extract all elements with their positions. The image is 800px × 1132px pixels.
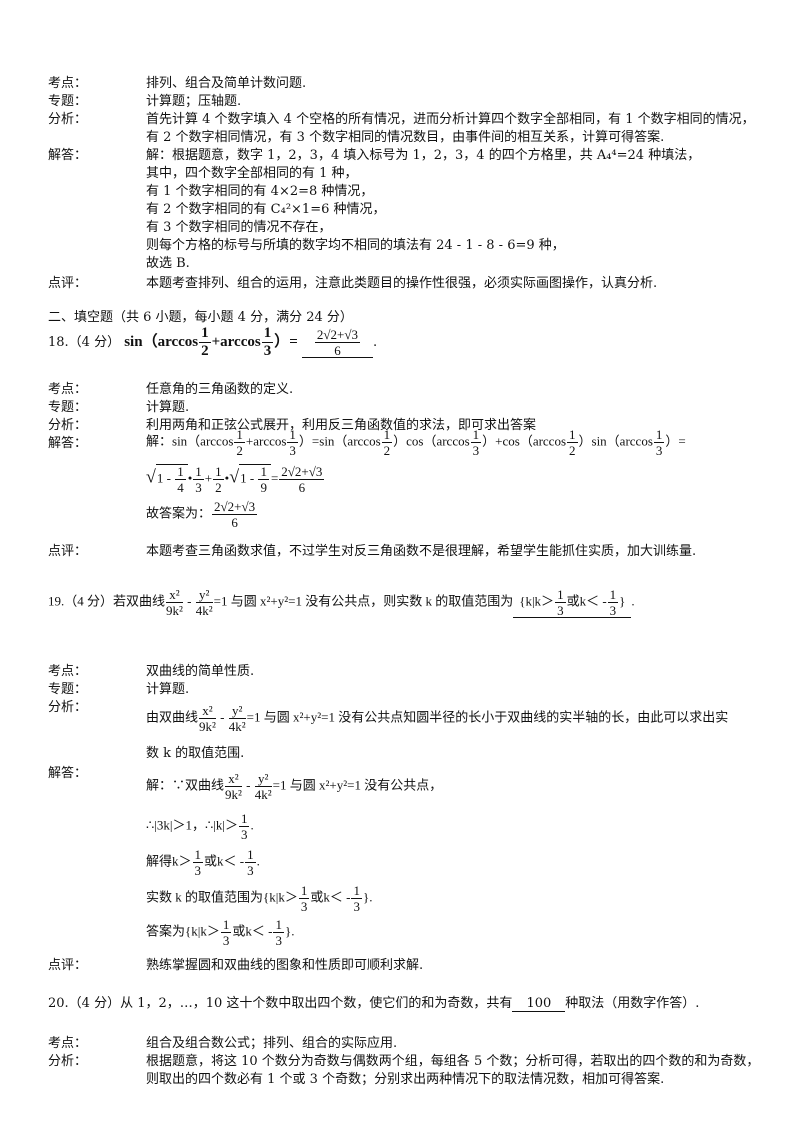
fenxi-label: 分析： [48,1054,88,1069]
q20-stem: 20.（4 分）从 1，2，…，10 这十个数中取出四个数，使它们的和为奇数，共… [48,992,699,1012]
q20-stem-post: 种取法（用数字作答）. [565,996,700,1011]
q19-mid: =1 与圆 x²+y²=1 没有公共点，则实数 k 的取值范围为 [213,593,514,609]
q19-kaodian: 双曲线的简单性质. [146,664,255,679]
q19-jieda-mid: =1 与圆 x²+y²=1 没有公共点， [272,777,443,793]
fenxi-label: 分析： [48,418,88,433]
kaodian-label: 考点： [48,1036,88,1051]
zhuanti-label: 专题： [48,94,88,109]
jieda-label: 解答： [48,436,88,451]
fenxi-label: 分析： [48,700,88,715]
p1-dianping: 本题考查排列、组合的运用，注意此类题目的操作性很强，必须实际画图操作，认真分析. [146,276,658,291]
p1-jieda-3: 有 1 个数字相同的有 4×2=8 种情况， [146,184,374,199]
p1-zhuanti: 计算题；压轴题. [146,94,242,109]
q19-fenxi-2: 数 k 的取值范围. [146,746,245,761]
q18-kaodian: 任意角的三角函数的定义. [146,382,294,397]
zhuanti-label: 专题： [48,400,88,415]
p1-fenxi-1: 首先计算 4 个数字填入 4 个空格的所有情况，进而分析计算四个数字全部相同，有… [146,112,755,127]
q19-jieda-pre: 解：∵双曲线 [146,777,225,793]
q19-step2-text: 解得 [146,853,173,869]
q19-zhuanti: 计算题. [146,682,190,697]
p1-jieda-5: 有 3 个数字相同的情况不存在， [146,220,332,235]
kaodian-label: 考点： [48,664,88,679]
q20-fenxi-2: 则取出的四个数必有 1 个或 3 个奇数；分别求出两种情况下的取法情况数，相加可… [146,1072,665,1087]
q20-kaodian: 组合及组合数公式；排列、组合的实际应用. [146,1036,398,1051]
fenxi-label: 分析： [48,112,88,127]
p1-kaodian: 排列、组合及简单计数问题. [146,76,307,91]
jieda-label: 解答： [48,148,88,163]
q19-dianping: 熟练掌握圆和双曲线的图象和性质即可顺利求解. [146,958,424,973]
p1-jieda-7: 故选 B. [146,256,190,271]
zhuanti-label: 专题： [48,682,88,697]
q18-zhuanti: 计算题. [146,400,190,415]
q18-number: 18.（4 分） [48,334,121,350]
dianping-label: 点评： [48,958,88,973]
section-heading: 二、填空题（共 6 小题，每小题 4 分，满分 24 分） [48,310,353,325]
q19-step3-text: 实数 k 的取值范围为{k| [146,889,279,905]
q18-guda: 故答案为： [146,505,212,521]
p1-jieda-4: 有 2 个数字相同的有 C₄²×1=6 种情况， [146,202,386,217]
q20-fenxi-1: 根据题意，将这 10 个数分为奇数与偶数两个组，每组各 5 个数；分析可得，若取… [146,1054,760,1069]
q19-prefix: 19.（4 分）若双曲线 [48,593,166,609]
p1-fenxi-2: 有 2 个数字相同情况，有 3 个数字相同的情况数目，由事件间的相互关系，计算可… [146,130,665,145]
p1-jieda-6: 则每个方格的标号与所填的数字均不相同的填法有 24 - 1 - 8 - 6=9 … [146,238,565,253]
q18-dianping: 本题考查三角函数求值，不过学生对反三角函数不是很理解，希望学生能抓住实质，加大训… [146,544,697,559]
q18-jieda-intro: 解： [146,433,173,449]
q19-fenxi-mid: =1 与圆 x²+y²=1 没有公共点知圆半径的长小于双曲线的实半轴的长，由此可… [246,709,729,725]
jieda-label: 解答： [48,766,88,781]
p1-jieda-1: 解：根据题意，数字 1，2，3，4 填入标号为 1，2，3，4 的四个方格里，共… [146,148,701,163]
q18-fenxi: 利用两角和正弦公式展开，利用反三角函数值的求法，即可求出答案 [146,418,537,433]
kaodian-label: 考点： [48,382,88,397]
p1-jieda-2: 其中，四个数字全部相同的有 1 种， [146,166,358,181]
dianping-label: 点评： [48,276,88,291]
q20-stem-pre: 20.（4 分）从 1，2，…，10 这十个数中取出四个数，使它们的和为奇数，共… [48,996,513,1011]
q20-answer: 100 [512,996,566,1012]
q19-step4-text: 答案为{k| [146,923,201,939]
q19-step1-text: ∴|3k|＞1，∴|k| [146,817,225,833]
dianping-label: 点评： [48,544,88,559]
kaodian-label: 考点： [48,76,88,91]
q19-fenxi-pre: 由双曲线 [146,709,199,725]
